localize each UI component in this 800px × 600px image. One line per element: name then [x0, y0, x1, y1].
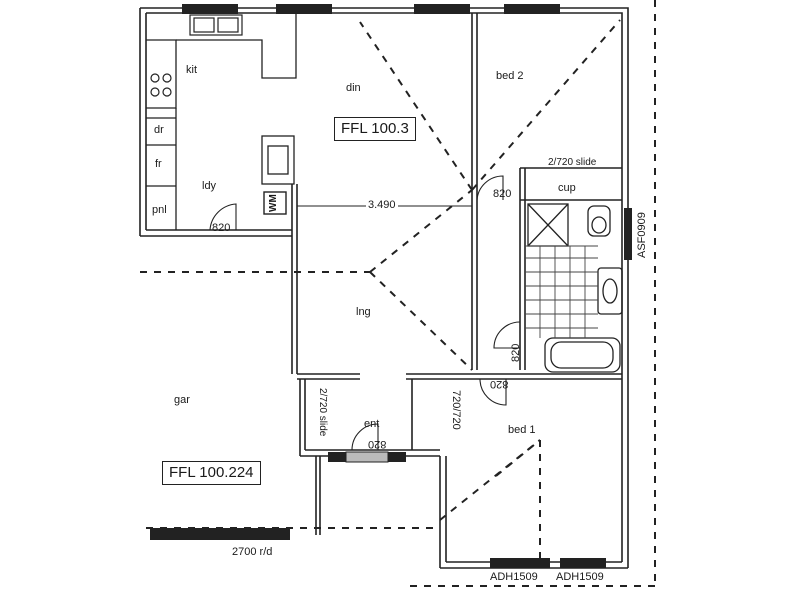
- cupboard-slide-label: 2/720 slide: [548, 157, 597, 168]
- entry-door-label: 820: [368, 438, 387, 450]
- side-window-label: ASF0909: [636, 212, 648, 258]
- washing-machine-label: WM: [268, 194, 279, 212]
- garage-door-label: 2700 r/d: [232, 546, 273, 558]
- room-label-cupboard: cup: [558, 182, 576, 194]
- room-label-bed2: bed 2: [496, 70, 524, 82]
- door-swings: [209, 175, 521, 451]
- kitchen-benches: [146, 13, 297, 230]
- room-label-kitchen: kit: [186, 64, 197, 76]
- room-label-garage: gar: [174, 394, 190, 406]
- entry-slide-label: 2/720 slide: [317, 388, 328, 437]
- roof-dashed-lines: [140, 0, 660, 587]
- room-label-dryer: dr: [154, 124, 164, 136]
- windows: [150, 4, 632, 568]
- room-label-bed1: bed 1: [508, 424, 536, 436]
- kitchen-sink: [189, 14, 243, 36]
- laundry-door-label: 820: [212, 222, 231, 234]
- room-label-laundry: ldy: [202, 180, 217, 192]
- room-label-fridge: fr: [155, 158, 162, 170]
- bed1-door-label: 820: [490, 378, 509, 390]
- bed2-door-label: 820: [493, 188, 512, 200]
- bath-door-label: 820: [510, 343, 522, 362]
- room-label-pantry: pnl: [152, 204, 167, 216]
- washing-machine-icon: [263, 191, 287, 215]
- bathroom-fixtures: [527, 203, 623, 373]
- internal-width-dimension: 3.490: [366, 199, 398, 211]
- room-label-dining: din: [346, 82, 361, 94]
- room-label-entry: ent: [364, 418, 380, 430]
- cooktop: [150, 73, 172, 97]
- bathroom-tiles: [525, 245, 598, 338]
- garage-floor-level: FFL 100.224: [162, 461, 261, 485]
- bottom-window-left-label: ADH1509: [490, 571, 538, 583]
- main-floor-level: FFL 100.3: [334, 117, 416, 141]
- bed1-pair-door-label: 720/720: [450, 390, 462, 430]
- room-label-lounge: lng: [356, 306, 371, 318]
- entry-threshold: [345, 451, 389, 463]
- bottom-window-right-label: ADH1509: [556, 571, 604, 583]
